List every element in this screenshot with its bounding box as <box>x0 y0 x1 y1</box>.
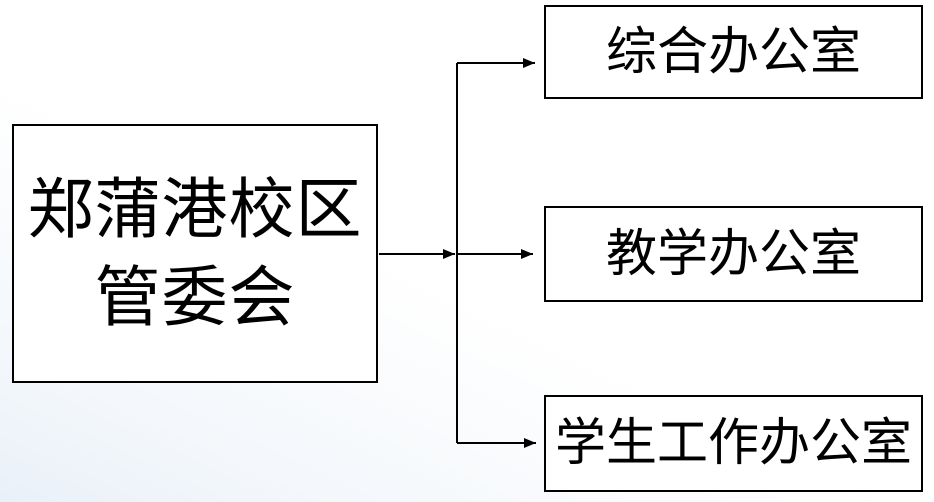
node-root-label-line1: 郑蒲港校区 <box>27 170 363 248</box>
node-student-affairs-office-label: 学生工作办公室 <box>554 414 912 473</box>
node-general-office-label: 综合办公室 <box>605 22 861 82</box>
node-root: 郑蒲港校区 管委会 <box>12 124 378 383</box>
node-teaching-office-label: 教学办公室 <box>605 224 861 284</box>
node-root-label-line2: 管委会 <box>94 258 296 336</box>
node-teaching-office: 教学办公室 <box>544 206 923 302</box>
node-student-affairs-office: 学生工作办公室 <box>544 395 923 492</box>
node-general-office: 综合办公室 <box>544 5 923 99</box>
